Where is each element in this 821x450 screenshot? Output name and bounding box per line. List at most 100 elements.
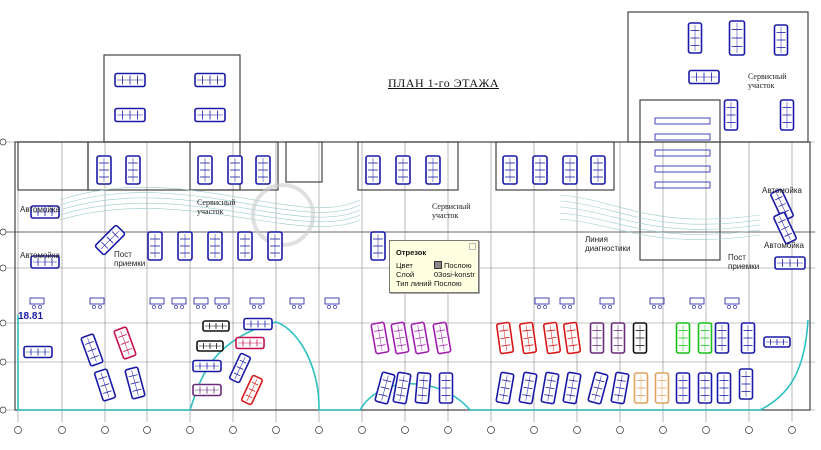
chair (698, 305, 702, 309)
car-blue (392, 371, 412, 405)
axis-bubble (272, 426, 280, 434)
chair (543, 305, 547, 309)
car-center-line (594, 375, 602, 401)
car-crimson (113, 326, 137, 360)
car-blue (770, 188, 794, 222)
desk-with-chairs (649, 297, 665, 309)
car-center-line (569, 325, 575, 351)
desk (289, 297, 305, 305)
reception-post-label-left: Пост приемки (114, 250, 146, 268)
car-blue (675, 372, 691, 404)
reception-post-label-right: Пост приемки (728, 253, 760, 271)
chair (196, 305, 200, 309)
desk-with-chairs (149, 297, 165, 309)
axis-bubble (702, 426, 710, 434)
lane-marking (59, 187, 361, 208)
car-center-line (100, 372, 110, 398)
car-center-line (417, 325, 423, 351)
area-value-label: 18.81 (18, 311, 44, 322)
axis-bubble (0, 228, 7, 236)
lane-marking (59, 192, 361, 213)
office-block (17, 141, 89, 191)
desk (724, 297, 740, 305)
car-blue (779, 99, 795, 131)
car-center-line (502, 375, 508, 401)
chair (180, 305, 184, 309)
axis-bubble (745, 426, 753, 434)
lane-marking (559, 206, 761, 230)
axis-bubble (358, 426, 366, 434)
car-blue (93, 368, 117, 402)
tooltip-value-color-text: Послою (444, 261, 472, 270)
car-blue (562, 371, 582, 405)
car-blue (374, 371, 396, 405)
axis-bubble (101, 426, 109, 434)
tooltip-value-linetype: Послою (434, 279, 462, 288)
lane-marking (559, 200, 761, 225)
car-wash-label-right-bottom: Автомойка (764, 241, 804, 250)
axis-bubble (788, 426, 796, 434)
car-green (697, 322, 713, 354)
car-blue (30, 205, 60, 219)
car-red (240, 374, 264, 406)
watermark-logo (251, 183, 315, 247)
desk-with-chairs (724, 297, 740, 309)
car-blue (365, 155, 381, 185)
car-black (202, 320, 230, 332)
service-area-label-center: Сервисный участок (432, 202, 471, 220)
car-blue (30, 255, 60, 269)
desk-with-chairs (289, 297, 305, 309)
car-blue (688, 69, 720, 85)
chair (727, 305, 731, 309)
car-wash-label-right-top: Автомойка (762, 186, 802, 195)
car-center-line (381, 375, 389, 401)
tooltip-key-linetype: Тип линий (396, 279, 432, 288)
car-center-line (779, 216, 791, 240)
car-blue (395, 155, 411, 185)
car-center-line (397, 325, 403, 351)
stair-block (285, 141, 323, 183)
chair (692, 305, 696, 309)
service-area-label-right: Сервисный участок (748, 72, 787, 90)
axis-bubble (444, 426, 452, 434)
car-center-line (421, 375, 425, 401)
car-center-line (547, 375, 553, 401)
tooltip-key-layer: Слой (396, 270, 415, 279)
axis-bubble (401, 426, 409, 434)
car-blue (610, 371, 630, 405)
chair (32, 305, 36, 309)
desk-with-chairs (249, 297, 265, 309)
car-blue (723, 99, 739, 131)
car-blue (697, 372, 713, 404)
axis-bubble (14, 426, 22, 434)
chair (98, 305, 102, 309)
desk-with-chairs (599, 297, 615, 309)
car-blue (243, 317, 273, 331)
chair (562, 305, 566, 309)
storage-block (639, 99, 721, 261)
car-blue (197, 155, 213, 185)
axis-bubble (0, 319, 7, 327)
car-black (196, 340, 224, 352)
car-blue (114, 72, 146, 88)
car-center-line (617, 375, 623, 401)
car-red (562, 321, 582, 355)
car-center-line (525, 325, 531, 351)
shelf-rack (654, 181, 711, 189)
desk (214, 297, 230, 305)
car-blue (370, 231, 386, 261)
axis-bubble (0, 138, 7, 146)
axis-bubble (0, 264, 7, 272)
car-center-line (549, 325, 555, 351)
desk (149, 297, 165, 305)
outer-glazed-wall (17, 315, 809, 411)
plan-title: ПЛАН 1-го ЭТАЖА (388, 76, 499, 90)
car-red (542, 321, 562, 355)
car-purple (610, 322, 626, 354)
service-area-label-left: Сервисный участок (197, 198, 236, 216)
car-blue (255, 155, 271, 185)
car-magenta (370, 321, 390, 355)
chair (292, 305, 296, 309)
desk-with-chairs (193, 297, 209, 309)
desk (193, 297, 209, 305)
